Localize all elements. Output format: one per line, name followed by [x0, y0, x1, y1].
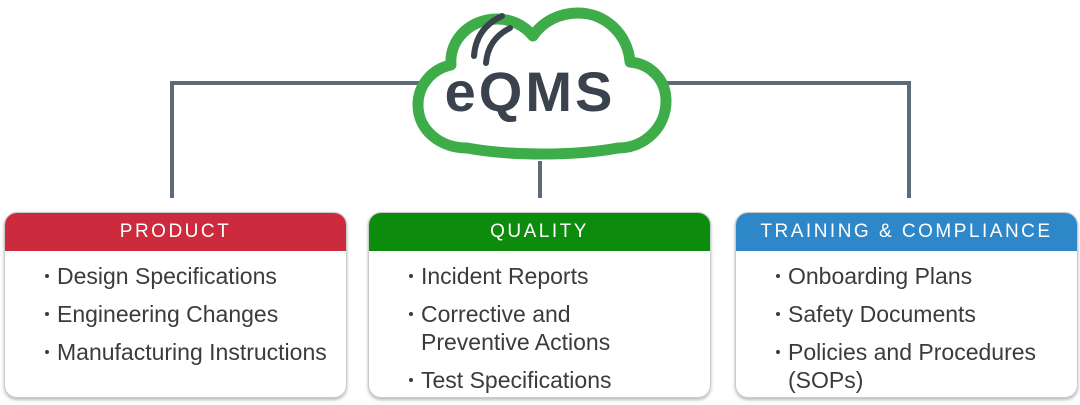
list-item: Incident Reports	[369, 262, 702, 290]
list-item: Safety Documents	[736, 300, 1069, 328]
cloud-label: eQMS	[445, 60, 616, 123]
connector-left-horizontal	[170, 81, 442, 85]
card-training: TRAINING & COMPLIANCE Onboarding Plans S…	[735, 212, 1078, 398]
card-header-quality: QUALITY	[369, 213, 710, 251]
card-title-training: TRAINING & COMPLIANCE	[760, 220, 1053, 242]
card-title-quality: QUALITY	[490, 220, 589, 242]
quality-bullet-list: Incident Reports Corrective and Preventi…	[369, 251, 710, 394]
card-title-product: PRODUCT	[119, 220, 232, 242]
list-item: Onboarding Plans	[736, 262, 1069, 290]
connector-center-vertical	[538, 161, 542, 198]
signal-arcs-icon	[483, 25, 513, 66]
card-quality: QUALITY Incident Reports Corrective and …	[368, 212, 711, 398]
card-product: PRODUCT Design Specifications Engineerin…	[4, 212, 347, 398]
cloud-outline	[412, 7, 672, 160]
training-bullet-list: Onboarding Plans Safety Documents Polici…	[736, 251, 1077, 394]
list-item: Design Specifications	[5, 262, 338, 290]
connector-left-vertical	[170, 81, 174, 198]
product-bullet-list: Design Specifications Engineering Change…	[5, 251, 346, 366]
connector-right-horizontal	[640, 81, 911, 85]
list-item: Engineering Changes	[5, 300, 338, 328]
list-item: Policies and Procedures (SOPs)	[736, 338, 1069, 394]
card-header-product: PRODUCT	[5, 213, 346, 251]
signal-arcs-icon	[471, 13, 505, 59]
cloud-icon: eQMS	[412, 7, 672, 160]
list-item: Manufacturing Instructions	[5, 338, 338, 366]
list-item: Test Specifications	[369, 366, 702, 394]
list-item: Corrective and Preventive Actions	[369, 300, 639, 356]
card-header-training: TRAINING & COMPLIANCE	[736, 213, 1077, 251]
connector-right-vertical	[907, 81, 911, 198]
